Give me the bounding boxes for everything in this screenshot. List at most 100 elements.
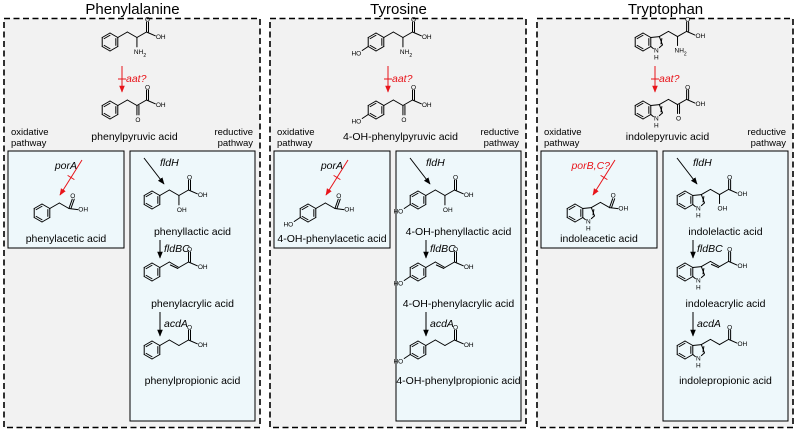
reductive-product-label: indoleacrylic acid	[686, 298, 766, 310]
reductive-pathway-label: reductive	[747, 127, 786, 138]
atom-label: HO	[351, 51, 361, 58]
oxidative-pathway-label: pathway	[11, 138, 47, 149]
atom-label: O	[685, 84, 690, 91]
panel-title: Tryptophan	[628, 1, 703, 18]
atom-label: OH	[156, 102, 166, 109]
atom-label: O	[336, 193, 341, 200]
atom-label: OH	[156, 34, 166, 41]
keto-acid-label: indolepyruvic acid	[626, 131, 710, 143]
amino-acid-structure: O OH NH2	[101, 17, 166, 59]
keto-acid-label: 4-OH-phenylpyruvic acid	[343, 131, 458, 143]
enzyme-label: aat?	[659, 73, 680, 85]
atom-label: O	[727, 246, 732, 253]
atom-label: O	[145, 17, 150, 24]
enzyme-label: fldH	[426, 157, 445, 169]
oxidative-product-structure: OOH	[33, 193, 88, 223]
atom-label: O	[611, 193, 616, 200]
reductive-pathway-label: pathway	[218, 138, 254, 149]
reductive-product-label: indolepropionic acid	[679, 375, 772, 387]
oxidative-pathway-box	[273, 150, 391, 249]
reductive-pathway-label: pathway	[751, 138, 787, 149]
enzyme-label: acdA	[164, 318, 188, 330]
reductive-product-label: phenylpropionic acid	[145, 375, 241, 387]
reductive-pathway-box	[662, 150, 789, 422]
atom-label: OH	[198, 264, 208, 271]
atom-label: O	[685, 16, 690, 23]
atom-label: H	[696, 363, 701, 370]
enzyme-label: fldBC	[430, 243, 456, 255]
reductive-product-label: 4-OH-phenyllactic acid	[406, 226, 512, 238]
atom-label: N	[696, 356, 701, 363]
atom-label: OH	[464, 342, 474, 349]
enzyme-label: acdA	[430, 318, 454, 330]
atom-label: H	[654, 55, 659, 62]
oxidative-pathway-label: pathway	[277, 138, 313, 149]
panel-tryptophan: TryptophanNHOOHNH2aat?NHOOHOindolepyruvi…	[536, 1, 794, 429]
atom-label: H	[696, 213, 701, 220]
atom-label: H	[586, 226, 591, 233]
reductive-product-structure: NH O OH	[676, 324, 748, 370]
atom-label: O	[187, 325, 192, 332]
atom-label: OH	[696, 101, 706, 108]
atom-label: O	[187, 247, 192, 254]
enzyme-label: fldBC	[164, 243, 190, 255]
atom-label: O	[70, 193, 75, 200]
atom-label: O	[676, 115, 681, 122]
atom-label: N	[654, 116, 659, 123]
atom-label: HO	[393, 359, 403, 366]
reductive-pathway-label: reductive	[214, 127, 253, 138]
reaction-arrow	[676, 157, 698, 185]
oxidative-pathway-label: pathway	[544, 138, 580, 149]
oxidative-pathway-box	[540, 150, 658, 249]
reductive-pathway-label: reductive	[480, 127, 519, 138]
oxidative-pathway-label: oxidative	[277, 127, 315, 138]
enzyme-label: porB,C?	[570, 160, 610, 172]
atom-label: N	[696, 278, 701, 285]
atom-label: NH2	[675, 47, 687, 57]
atom-label: NH2	[134, 49, 146, 59]
atom-label: O	[411, 85, 416, 92]
keto-acid-label: phenylpyruvic acid	[91, 131, 178, 143]
panel-title: Tyrosine	[370, 1, 427, 18]
atom-label: O	[145, 85, 150, 92]
atom-label: OH	[422, 34, 432, 41]
reductive-product-label: phenylacrylic acid	[151, 298, 234, 310]
atom-label: O	[187, 175, 192, 182]
atom-label: O	[401, 117, 406, 124]
atom-label: N	[654, 48, 659, 55]
reductive-product-structure: O OH OH	[143, 175, 208, 214]
atom-label: N	[586, 219, 591, 226]
enzyme-label: porA	[54, 160, 77, 172]
panel-tyrosine: TyrosineHOOOHNH2aat?HOOOHO4-OH-phenylpyr…	[269, 1, 527, 429]
panel-phenylalanine: PhenylalanineOOHNH2aat?OOHOphenylpyruvic…	[3, 1, 261, 429]
atom-label: O	[453, 247, 458, 254]
oxidative-pathway-label: oxidative	[11, 127, 49, 138]
oxidative-pathway-box	[7, 150, 125, 249]
atom-label: OH	[738, 263, 748, 270]
enzyme-label: porA	[320, 160, 343, 172]
enzyme-label: fldH	[693, 157, 712, 169]
atom-label: OH	[738, 341, 748, 348]
atom-label: OH	[78, 207, 88, 214]
atom-label: N	[696, 206, 701, 213]
atom-label: OH	[464, 264, 474, 271]
atom-label: OH	[443, 207, 453, 214]
reductive-product-label: 4-OH-phenylpropionic acid	[396, 375, 520, 387]
atom-label: OH	[177, 207, 187, 214]
atom-label: O	[411, 17, 416, 24]
atom-label: O	[727, 324, 732, 331]
oxidative-product-label: 4-OH-phenylacetic acid	[277, 233, 386, 245]
reductive-product-label: indolelactic acid	[688, 226, 762, 238]
atom-label: OH	[198, 192, 208, 199]
oxidative-product-label: phenylacetic acid	[26, 233, 107, 245]
